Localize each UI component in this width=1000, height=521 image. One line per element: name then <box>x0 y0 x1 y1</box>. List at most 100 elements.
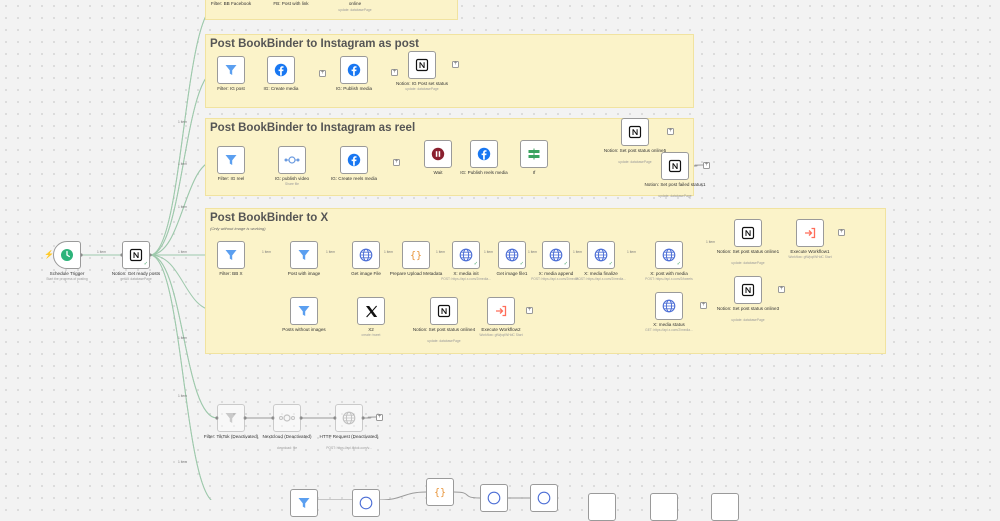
node-ig-create-reels-media[interactable] <box>340 146 368 174</box>
nextcloud-icon <box>279 414 295 422</box>
add-node-handle[interactable]: + <box>376 414 383 421</box>
add-node-handle[interactable]: + <box>393 159 400 166</box>
node-prepare-upload-metadata[interactable]: {} <box>402 241 430 269</box>
add-node-handle[interactable]: + <box>319 70 326 77</box>
trigger-bolt-icon: ⚡ <box>44 250 54 259</box>
code-braces-icon: {} <box>410 251 422 262</box>
globe-icon <box>487 491 501 505</box>
node-subtitle: update: databasePage <box>427 339 461 343</box>
connection-port[interactable] <box>299 416 303 420</box>
node-notion-ig-post-set-status[interactable] <box>408 51 436 79</box>
connection <box>453 491 481 499</box>
node-get-image-file1[interactable]: ✓ <box>498 241 526 269</box>
connection <box>149 254 218 419</box>
node-filter-bb-x[interactable] <box>217 241 245 269</box>
sticky-x[interactable]: Post BookBinder to X (Only without image… <box>205 208 886 354</box>
edge-label: 1 item <box>97 250 106 254</box>
node-filter-ig-post[interactable] <box>217 56 245 84</box>
add-node-handle[interactable]: + <box>452 61 459 68</box>
node-x-media-finalize[interactable]: ✓ <box>587 241 615 269</box>
node-ig-publish-video[interactable] <box>278 146 306 174</box>
node-notion-get-ready-posts[interactable]: ✓ <box>122 241 150 269</box>
node-bottom-http-3[interactable] <box>530 484 558 512</box>
clock-icon <box>61 249 73 261</box>
sticky-title: Post BookBinder to X <box>210 212 329 224</box>
node-subtitle: update: databasePage <box>731 318 765 322</box>
node-notion-set-post-status-online3[interactable] <box>734 276 762 304</box>
connection-port[interactable] <box>243 416 247 420</box>
add-node-handle[interactable]: + <box>838 229 845 236</box>
node-filter-tiktok[interactable] <box>217 404 245 432</box>
execute-workflow-icon <box>805 227 816 239</box>
add-node-handle[interactable]: + <box>778 286 785 293</box>
node-notion-set-post-status-online4[interactable] <box>430 297 458 325</box>
node-bottom-code[interactable]: {} <box>426 478 454 506</box>
connection <box>149 254 212 500</box>
node-x-post-with-media[interactable]: ✓ <box>655 241 683 269</box>
node-notion-set-post-status-online5[interactable] <box>621 118 649 146</box>
success-check-icon: ✓ <box>143 261 148 267</box>
node-bottom-http-4[interactable] <box>588 493 616 521</box>
node-label: Notion: Set post status online5 <box>603 148 667 153</box>
connection-port[interactable] <box>361 416 365 420</box>
edge-label: 1 item <box>326 250 335 254</box>
node-label: Notion: Set post status online1 <box>716 249 780 254</box>
node-http-request[interactable] <box>335 404 363 432</box>
node-wait[interactable] <box>424 140 452 168</box>
node-subtitle: GET: https://api.x.com/2/media... <box>645 328 693 332</box>
facebook-icon <box>347 153 361 167</box>
add-node-handle[interactable]: + <box>526 307 533 314</box>
node-bottom-http-5[interactable] <box>650 493 678 521</box>
node-subtitle: POST: https://api.tiktok.com/v... <box>326 446 372 450</box>
sticky-top[interactable] <box>205 0 458 20</box>
globe-icon <box>359 248 373 262</box>
node-nextcloud[interactable] <box>273 404 301 432</box>
notion-icon <box>628 125 642 139</box>
node-x2[interactable] <box>357 297 385 325</box>
node-ig-publish-reels-media[interactable] <box>470 140 498 168</box>
node-post-with-image[interactable] <box>290 241 318 269</box>
node-execute-workflow1[interactable] <box>796 219 824 247</box>
node-x-media-status[interactable] <box>655 292 683 320</box>
node-bottom-http-2[interactable] <box>480 484 508 512</box>
globe-icon <box>537 491 551 505</box>
edge-label: 1 item <box>178 162 187 166</box>
node-execute-workflow2[interactable] <box>487 297 515 325</box>
node-x-media-append[interactable]: ✓ <box>542 241 570 269</box>
success-check-icon: ✓ <box>473 261 478 267</box>
globe-icon <box>662 248 676 262</box>
node-schedule-trigger[interactable] <box>53 241 81 269</box>
node-posts-without-images[interactable] <box>290 297 318 325</box>
filter-icon <box>298 498 310 508</box>
connection-port[interactable] <box>333 416 337 420</box>
success-check-icon: ✓ <box>608 261 613 267</box>
success-check-icon: ✓ <box>519 261 524 267</box>
connection <box>362 416 377 419</box>
node-bottom-notion[interactable] <box>711 493 739 521</box>
node-label: IG: Create media <box>263 86 299 91</box>
node-notion-set-post-status-online1[interactable] <box>734 219 762 247</box>
add-node-handle[interactable]: + <box>391 69 398 76</box>
node-get-image-file[interactable] <box>352 241 380 269</box>
sticky-subtitle: (Only without image is working) <box>210 226 266 231</box>
node-ig-create-media[interactable] <box>267 56 295 84</box>
add-node-handle[interactable]: + <box>703 162 710 169</box>
node-ig-publish-media[interactable] <box>340 56 368 84</box>
add-node-handle[interactable]: + <box>667 128 674 135</box>
node-bottom-http-1[interactable] <box>352 489 380 517</box>
node-notion-set-post-failed-status1[interactable] <box>661 152 689 180</box>
connection-port[interactable] <box>271 416 275 420</box>
globe-icon <box>549 248 563 262</box>
svg-text:{}: {} <box>434 488 446 499</box>
node-x-media-init[interactable]: ✓ <box>452 241 480 269</box>
notion-icon <box>741 283 755 297</box>
node-if[interactable] <box>520 140 548 168</box>
pause-icon <box>431 147 445 161</box>
add-node-handle[interactable]: + <box>700 302 707 309</box>
node-subtitle: update: databasePage <box>658 194 692 198</box>
node-filter-ig-reel[interactable] <box>217 146 245 174</box>
connection-port[interactable] <box>215 416 219 420</box>
node-bottom-filter[interactable] <box>290 489 318 517</box>
facebook-icon <box>347 63 361 77</box>
